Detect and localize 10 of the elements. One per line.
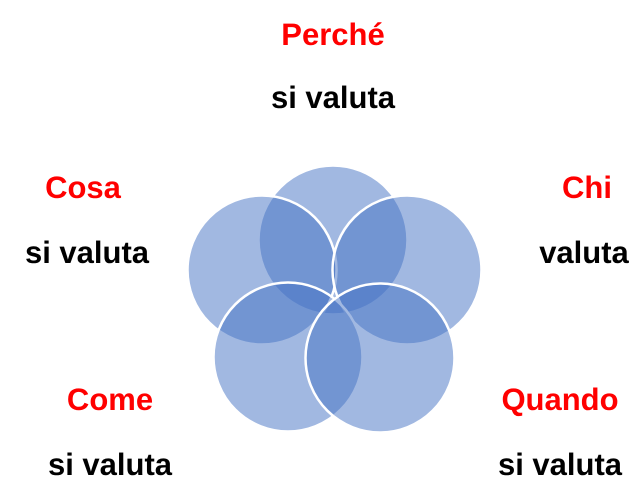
question-word: Come [66,382,154,418]
label-text: valuta [539,236,629,270]
question-word: Cosa [45,170,121,206]
label-text: si valuta [270,80,396,116]
label-text: si valuta [498,448,622,479]
label-text: si valuta [48,448,172,479]
question-word: Perché [281,18,385,52]
question-word: Chi [562,170,612,206]
label-text: si valuta [24,236,150,270]
question-word: Quando [501,382,619,418]
